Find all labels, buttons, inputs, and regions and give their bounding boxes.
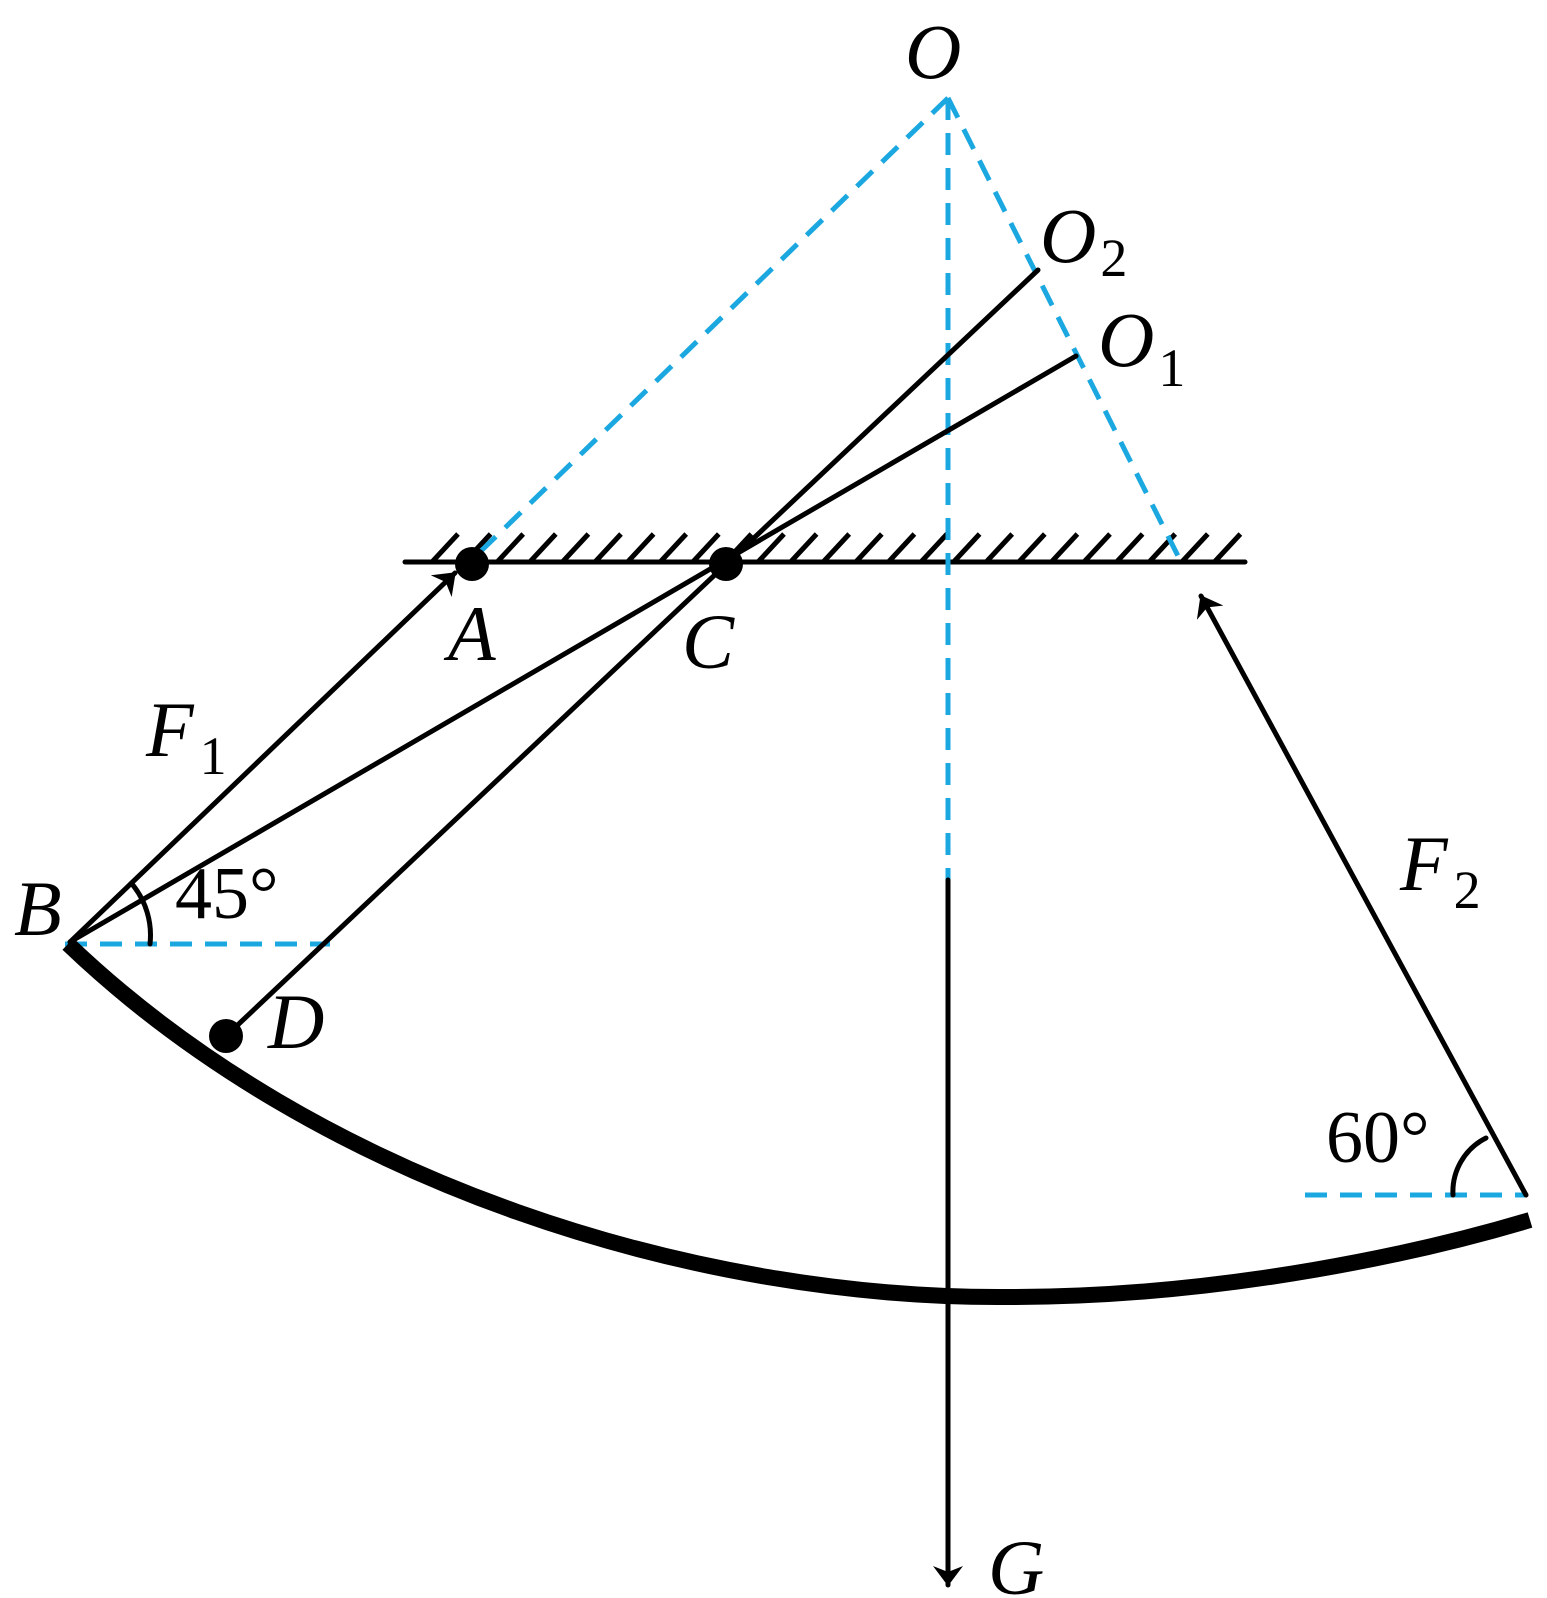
label-O1: O1 [1098, 296, 1185, 398]
hatch-mark [1212, 532, 1243, 564]
point-D [209, 1019, 243, 1053]
hatch-mark [1049, 532, 1080, 564]
hatch-mark [430, 532, 460, 564]
hatch-mark [1114, 532, 1145, 564]
dashed-line-O-right-support [945, 96, 1181, 558]
hatch-mark [1179, 532, 1210, 564]
hatch-mark [788, 532, 819, 564]
hatch-mark [527, 532, 558, 564]
hatch-mark [560, 532, 591, 564]
hatch-mark [919, 532, 949, 564]
angle-arc-60 [1450, 1135, 1489, 1198]
ceiling-hatching [430, 532, 1243, 564]
label-O2: O2 [1040, 192, 1127, 288]
hatch-mark [821, 532, 852, 564]
force-F1-arrow [67, 570, 458, 945]
label-A: A [443, 590, 496, 677]
label-C: C [682, 598, 735, 685]
hatch-mark [658, 532, 689, 564]
label-G: G [988, 1524, 1044, 1598]
force-lines [67, 267, 1529, 1588]
angle-arc-45 [129, 881, 153, 947]
hatch-mark [1082, 532, 1112, 564]
hatch-mark [853, 532, 884, 564]
hatch-mark [690, 532, 721, 564]
dashed-line-O-A [478, 96, 950, 554]
label-angle-45: 45° [175, 853, 279, 935]
hatch-mark [951, 532, 982, 564]
hatch-mark [1016, 532, 1047, 564]
label-O: O [905, 8, 961, 95]
hatch-mark [495, 532, 526, 564]
hatch-mark [984, 532, 1015, 564]
hatch-mark [756, 532, 786, 564]
hatch-mark [886, 532, 917, 564]
curved-rod [62, 938, 1533, 1306]
ceiling-support [402, 532, 1248, 565]
hatch-mark [625, 532, 656, 564]
line-B-O1 [67, 353, 1079, 945]
hatch-mark [593, 532, 623, 564]
label-B: B [14, 865, 62, 952]
label-angle-60: 60° [1326, 1097, 1430, 1179]
label-D: D [267, 978, 324, 1065]
construction-lines [65, 96, 1525, 1198]
force-F2-arrow [1196, 593, 1529, 1198]
point-A [455, 547, 489, 581]
line-D-O2 [223, 267, 1041, 1039]
point-C [709, 547, 743, 581]
